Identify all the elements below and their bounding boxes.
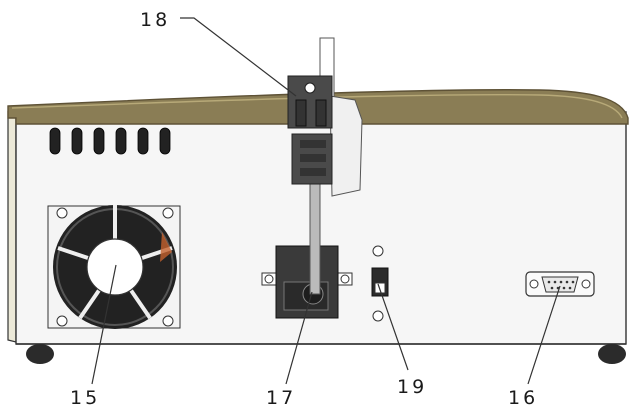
callout-serial-port: 16 — [508, 387, 538, 409]
leader-15 — [91, 264, 117, 385]
left-foot — [26, 344, 54, 364]
arm-assembly — [287, 37, 363, 295]
callout-arm-bracket: 18 — [140, 9, 170, 31]
serial-port — [525, 271, 595, 297]
leader-19 — [377, 283, 409, 371]
leader-lines — [91, 17, 561, 385]
power-inlet — [261, 245, 353, 319]
callout-power-inlet: 17 — [266, 387, 296, 409]
leader-18 — [180, 17, 297, 97]
callout-power-switch: 19 — [397, 376, 427, 398]
leader-17 — [285, 291, 313, 385]
right-foot — [598, 344, 626, 364]
callout-fan: 15 — [70, 387, 100, 409]
cooling-fan — [47, 205, 181, 329]
vent-slots — [49, 127, 171, 155]
chassis-left-edge — [7, 110, 17, 343]
housing-top-inner-line — [11, 93, 623, 119]
leader-16 — [527, 285, 561, 385]
